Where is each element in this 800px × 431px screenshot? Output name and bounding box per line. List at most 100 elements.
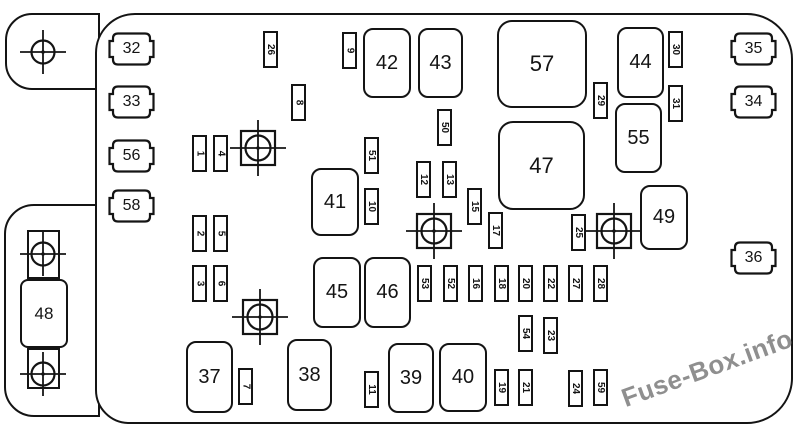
fuse-label: 56 [122,147,141,164]
fuse-label: 7 [240,383,251,390]
fuse-label: 29 [595,94,606,107]
fuse-label: 13 [444,173,455,186]
cartridge-fuse-outline-icon [730,241,777,275]
fuse-label: 16 [470,277,481,290]
fuse-label: 3 [194,280,205,287]
relay-47: 47 [498,121,585,210]
relay-55: 55 [615,103,662,173]
fuse-53: 53 [417,265,432,302]
fuse-22: 22 [543,265,558,302]
relay-39: 39 [388,343,434,413]
fuse-1: 1 [192,135,207,172]
relay-label: 40 [451,366,475,388]
fuse-label: 11 [365,384,377,395]
fuse-27: 27 [568,265,583,302]
fuse-label: 53 [419,277,430,290]
fuse-label: 33 [122,93,141,110]
relay-label: 39 [399,366,423,389]
bolt-crosshair-icon [585,202,643,265]
fuse-label: 27 [570,277,581,290]
bolt-crosshair-icon [17,26,69,83]
fuse-label: 59 [595,381,606,394]
fuse-label: 25 [573,226,584,239]
fuse-36: 36 [730,241,777,275]
fuse-52: 52 [443,265,458,302]
fuse-label: 50 [439,121,450,134]
fuse-label: 12 [418,173,429,186]
fuse-32: 32 [108,32,155,66]
relay-38: 38 [287,339,332,411]
relay-43: 43 [418,28,463,98]
relay-41: 41 [311,168,359,236]
fuse-5: 5 [213,215,228,252]
fuse-50: 50 [437,109,452,146]
fuse-13: 13 [442,161,457,198]
fuse-54: 54 [518,315,533,352]
relay-label: 37 [198,365,221,388]
cartridge-fuse-outline-icon [108,85,155,119]
fuse-label: 51 [366,149,377,162]
fuse-30: 30 [668,31,683,68]
fuse-label: 36 [744,249,763,266]
cartridge-fuse-outline-icon [730,32,777,66]
relay-40: 40 [439,343,487,412]
relay-label: 43 [429,51,452,74]
relay-46: 46 [364,257,411,328]
fuse-2: 2 [192,215,207,252]
fuse-51: 51 [364,137,379,174]
fuse-23: 23 [543,317,558,354]
fuse-label: 6 [215,280,226,287]
cartridge-fuse-outline-icon [108,32,155,66]
fuse-label: 23 [545,329,556,342]
fuse-31: 31 [668,85,683,122]
fuse-19: 19 [494,369,509,406]
cartridge-fuse-outline-icon [730,85,777,119]
fuse-label: 2 [194,230,205,237]
fuse-16: 16 [468,265,483,302]
fuse-12: 12 [416,161,431,198]
fuse-label: 10 [366,200,377,213]
fuse-9: 9 [342,32,357,69]
fuse-label: 52 [445,277,456,290]
fuse-label: 35 [744,40,763,57]
bolt-crosshair-icon [231,288,289,351]
relay-57: 57 [497,20,587,108]
fuse-label: 19 [496,381,507,394]
relay-49: 49 [640,185,688,250]
fuse-label: 32 [122,40,141,57]
fuse-10: 10 [364,188,379,225]
fuse-6: 6 [213,265,228,302]
relay-37: 37 [186,341,233,413]
fuse-label: 24 [570,382,581,395]
fuse-label: 9 [344,47,355,54]
fuse-label: 8 [293,99,304,106]
fuse-label: 31 [670,97,681,110]
fuse-3: 3 [192,265,207,302]
relay-45: 45 [313,257,361,328]
relay-label: 47 [529,152,554,178]
fuse-11: 11 [364,371,379,408]
relay-42: 42 [363,28,411,98]
cartridge-fuse-outline-icon [108,189,155,223]
relay-label: 42 [375,51,399,74]
mega-fuse-48: 48 [20,279,68,348]
relay-label: 45 [325,281,349,303]
fuse-33: 33 [108,85,155,119]
fuse-7: 7 [238,368,253,405]
fuse-label: 15 [469,200,480,213]
fuse-label: 28 [595,277,606,290]
fuse-label: 1 [194,150,205,157]
fuse-24: 24 [568,370,583,407]
fuse-label: 17 [490,224,501,237]
fuse-label: 34 [744,93,763,110]
fuse-label: 58 [122,197,141,214]
fuse-17: 17 [488,212,503,249]
fuse-28: 28 [593,265,608,302]
bolt-crosshair-icon [229,119,287,182]
relay-label: 49 [652,206,676,228]
relay-label: 55 [627,126,650,149]
fuse-58: 58 [108,189,155,223]
bolt-crosshair-icon [17,228,69,285]
